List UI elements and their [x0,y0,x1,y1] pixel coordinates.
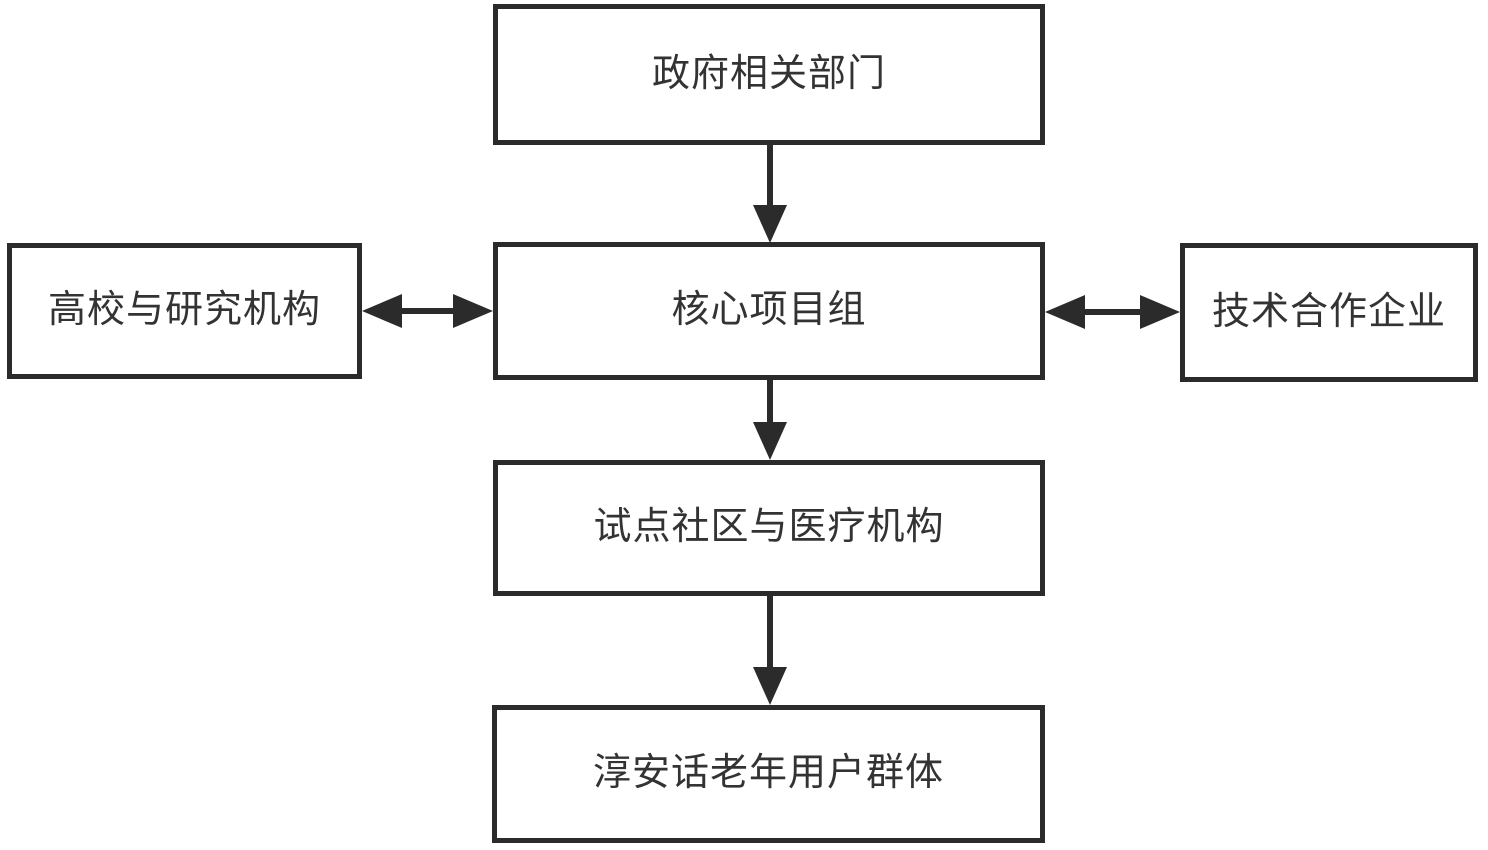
node-university: 高校与研究机构 [7,243,362,379]
node-government: 政府相关部门 [493,4,1045,145]
node-tech-label: 技术合作企业 [1211,290,1446,333]
arrow-core-to-pilot [753,380,787,460]
node-tech: 技术合作企业 [1180,243,1478,382]
node-elderly: 淳安话老年用户群体 [492,705,1045,843]
node-elderly-label: 淳安话老年用户群体 [592,752,944,795]
arrow-pilot-to-elderly [753,596,787,705]
node-pilot: 试点社区与医疗机构 [493,460,1045,596]
node-university-label: 高校与研究机构 [47,289,321,332]
node-pilot-label: 试点社区与医疗机构 [593,506,945,549]
arrow-core-tech-bidirectional [1045,295,1180,329]
node-core: 核心项目组 [493,242,1045,380]
arrow-government-to-core [753,145,787,243]
node-government-label: 政府相关部门 [651,52,886,95]
arrow-university-core-bidirectional [362,294,493,328]
node-core-label: 核心项目组 [671,289,867,332]
